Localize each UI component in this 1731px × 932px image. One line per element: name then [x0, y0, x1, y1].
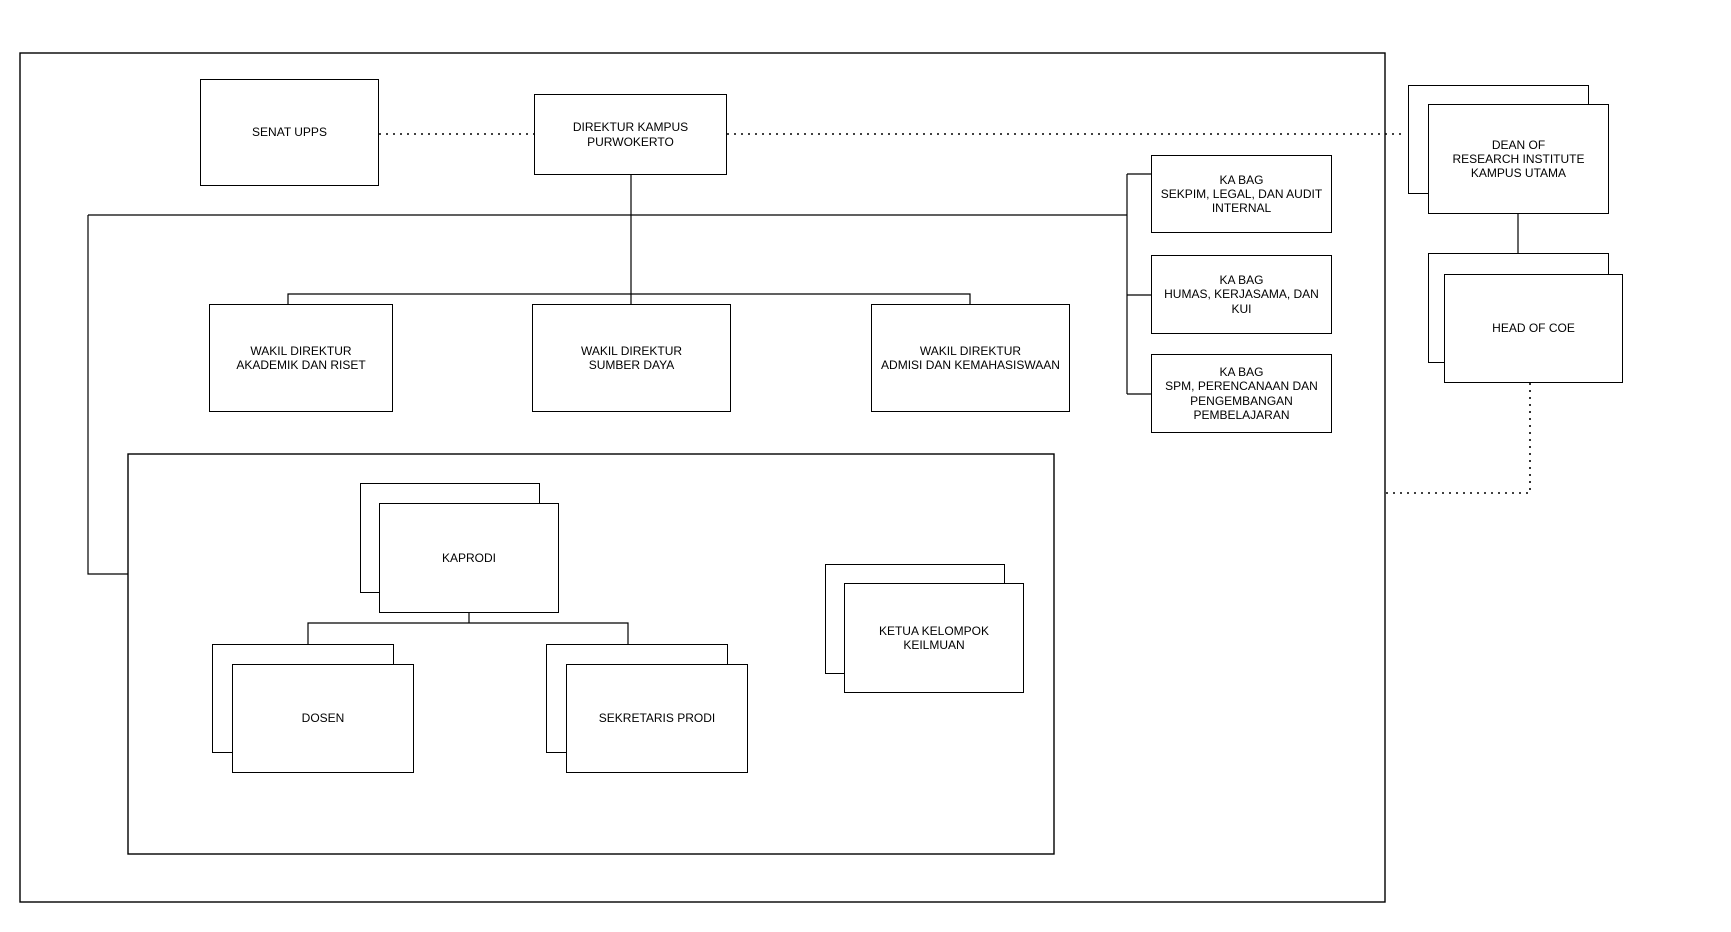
node-dean-research[interactable]: DEAN OF RESEARCH INSTITUTE KAMPUS UTAMA — [1428, 104, 1609, 214]
edge-wadir-connector — [287, 293, 971, 304]
node-label: DIREKTUR KAMPUS PURWOKERTO — [572, 120, 689, 149]
node-kabag-sekpim[interactable]: KA BAG SEKPIM, LEGAL, DAN AUDIT INTERNAL — [1151, 155, 1332, 233]
node-label: WAKIL DIREKTUR AKADEMIK DAN RISET — [236, 343, 366, 372]
node-label: SENAT UPPS — [252, 125, 327, 140]
node-wadir-akademik[interactable]: WAKIL DIREKTUR AKADEMIK DAN RISET — [209, 304, 393, 412]
campus-boundary-rect — [19, 52, 1386, 903]
node-direktur-kampus[interactable]: DIREKTUR KAMPUS PURWOKERTO — [534, 94, 727, 175]
node-kaprodi[interactable]: KAPRODI — [379, 503, 559, 613]
edge-kaprodi-children-connector — [307, 622, 629, 644]
node-label: DOSEN — [301, 711, 345, 726]
node-label: DEAN OF RESEARCH INSTITUTE KAMPUS UTAMA — [1452, 137, 1585, 181]
node-dosen[interactable]: DOSEN — [232, 664, 414, 773]
node-label: HEAD OF COE — [1492, 321, 1575, 336]
node-label: WAKIL DIREKTUR SUMBER DAYA — [580, 343, 683, 372]
prodi-group-rect — [127, 453, 1055, 855]
node-label: KAPRODI — [441, 550, 496, 565]
node-label: KA BAG SEKPIM, LEGAL, DAN AUDIT INTERNAL — [1160, 172, 1323, 216]
edge-head-coe-dotted — [1386, 383, 1531, 494]
node-kabag-humas[interactable]: KA BAG HUMAS, KERJASAMA, DAN KUI — [1151, 255, 1332, 334]
node-wadir-admisi[interactable]: WAKIL DIREKTUR ADMISI DAN KEMAHASISWAAN — [871, 304, 1070, 412]
node-head-of-coe[interactable]: HEAD OF COE — [1444, 274, 1623, 383]
node-label: KA BAG HUMAS, KERJASAMA, DAN KUI — [1164, 273, 1319, 316]
node-wadir-sumber-daya[interactable]: WAKIL DIREKTUR SUMBER DAYA — [532, 304, 731, 412]
node-label: SEKRETARIS PRODI — [598, 711, 716, 726]
node-senat-upps[interactable]: SENAT UPPS — [200, 79, 379, 186]
node-label: WAKIL DIREKTUR ADMISI DAN KEMAHASISWAAN — [881, 343, 1060, 372]
node-label: KETUA KELOMPOK KEILMUAN — [878, 623, 990, 652]
node-ketua-kelompok[interactable]: KETUA KELOMPOK KEILMUAN — [844, 583, 1024, 693]
edge-to-prodi-group — [87, 215, 128, 575]
node-kabag-spm[interactable]: KA BAG SPM, PERENCANAAN DAN PENGEMBANGAN… — [1151, 354, 1332, 433]
node-label: KA BAG SPM, PERENCANAAN DAN PENGEMBANGAN… — [1165, 365, 1318, 422]
node-sekretaris-prodi[interactable]: SEKRETARIS PRODI — [566, 664, 748, 773]
